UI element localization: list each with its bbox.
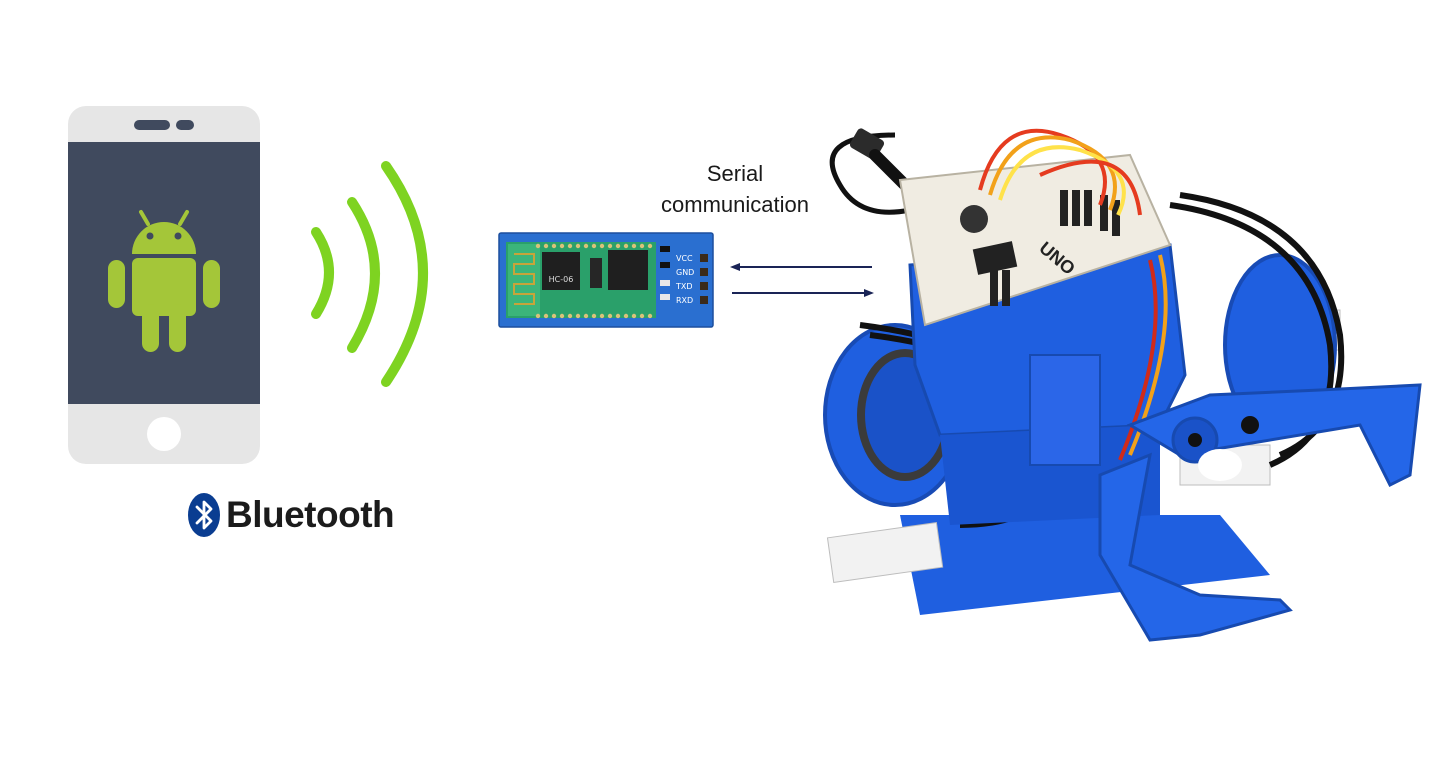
android-logo-icon [108, 210, 220, 352]
android-phone-icon [68, 106, 260, 464]
wireless-signal-icon [311, 161, 428, 387]
module-pin-vcc: VCC [676, 254, 693, 263]
bluetooth-icon [188, 493, 220, 537]
module-model-label: HC-06 [549, 275, 574, 284]
module-pin-txd: TXD [675, 282, 693, 291]
serial-label-line2: communication [661, 192, 809, 217]
robot-illustration: UNO [823, 128, 1422, 642]
module-pin-rxd: RXD [676, 296, 693, 305]
hc06-module: HC-06 VCC GND TXD RXD [498, 232, 714, 328]
serial-arrows [730, 263, 874, 297]
serial-communication-label: Serial communication [640, 158, 830, 220]
bluetooth-label: Bluetooth [226, 494, 395, 535]
module-pin-gnd: GND [676, 268, 694, 277]
bluetooth-brand: Bluetooth [188, 493, 395, 537]
serial-label-line1: Serial [706, 161, 764, 186]
